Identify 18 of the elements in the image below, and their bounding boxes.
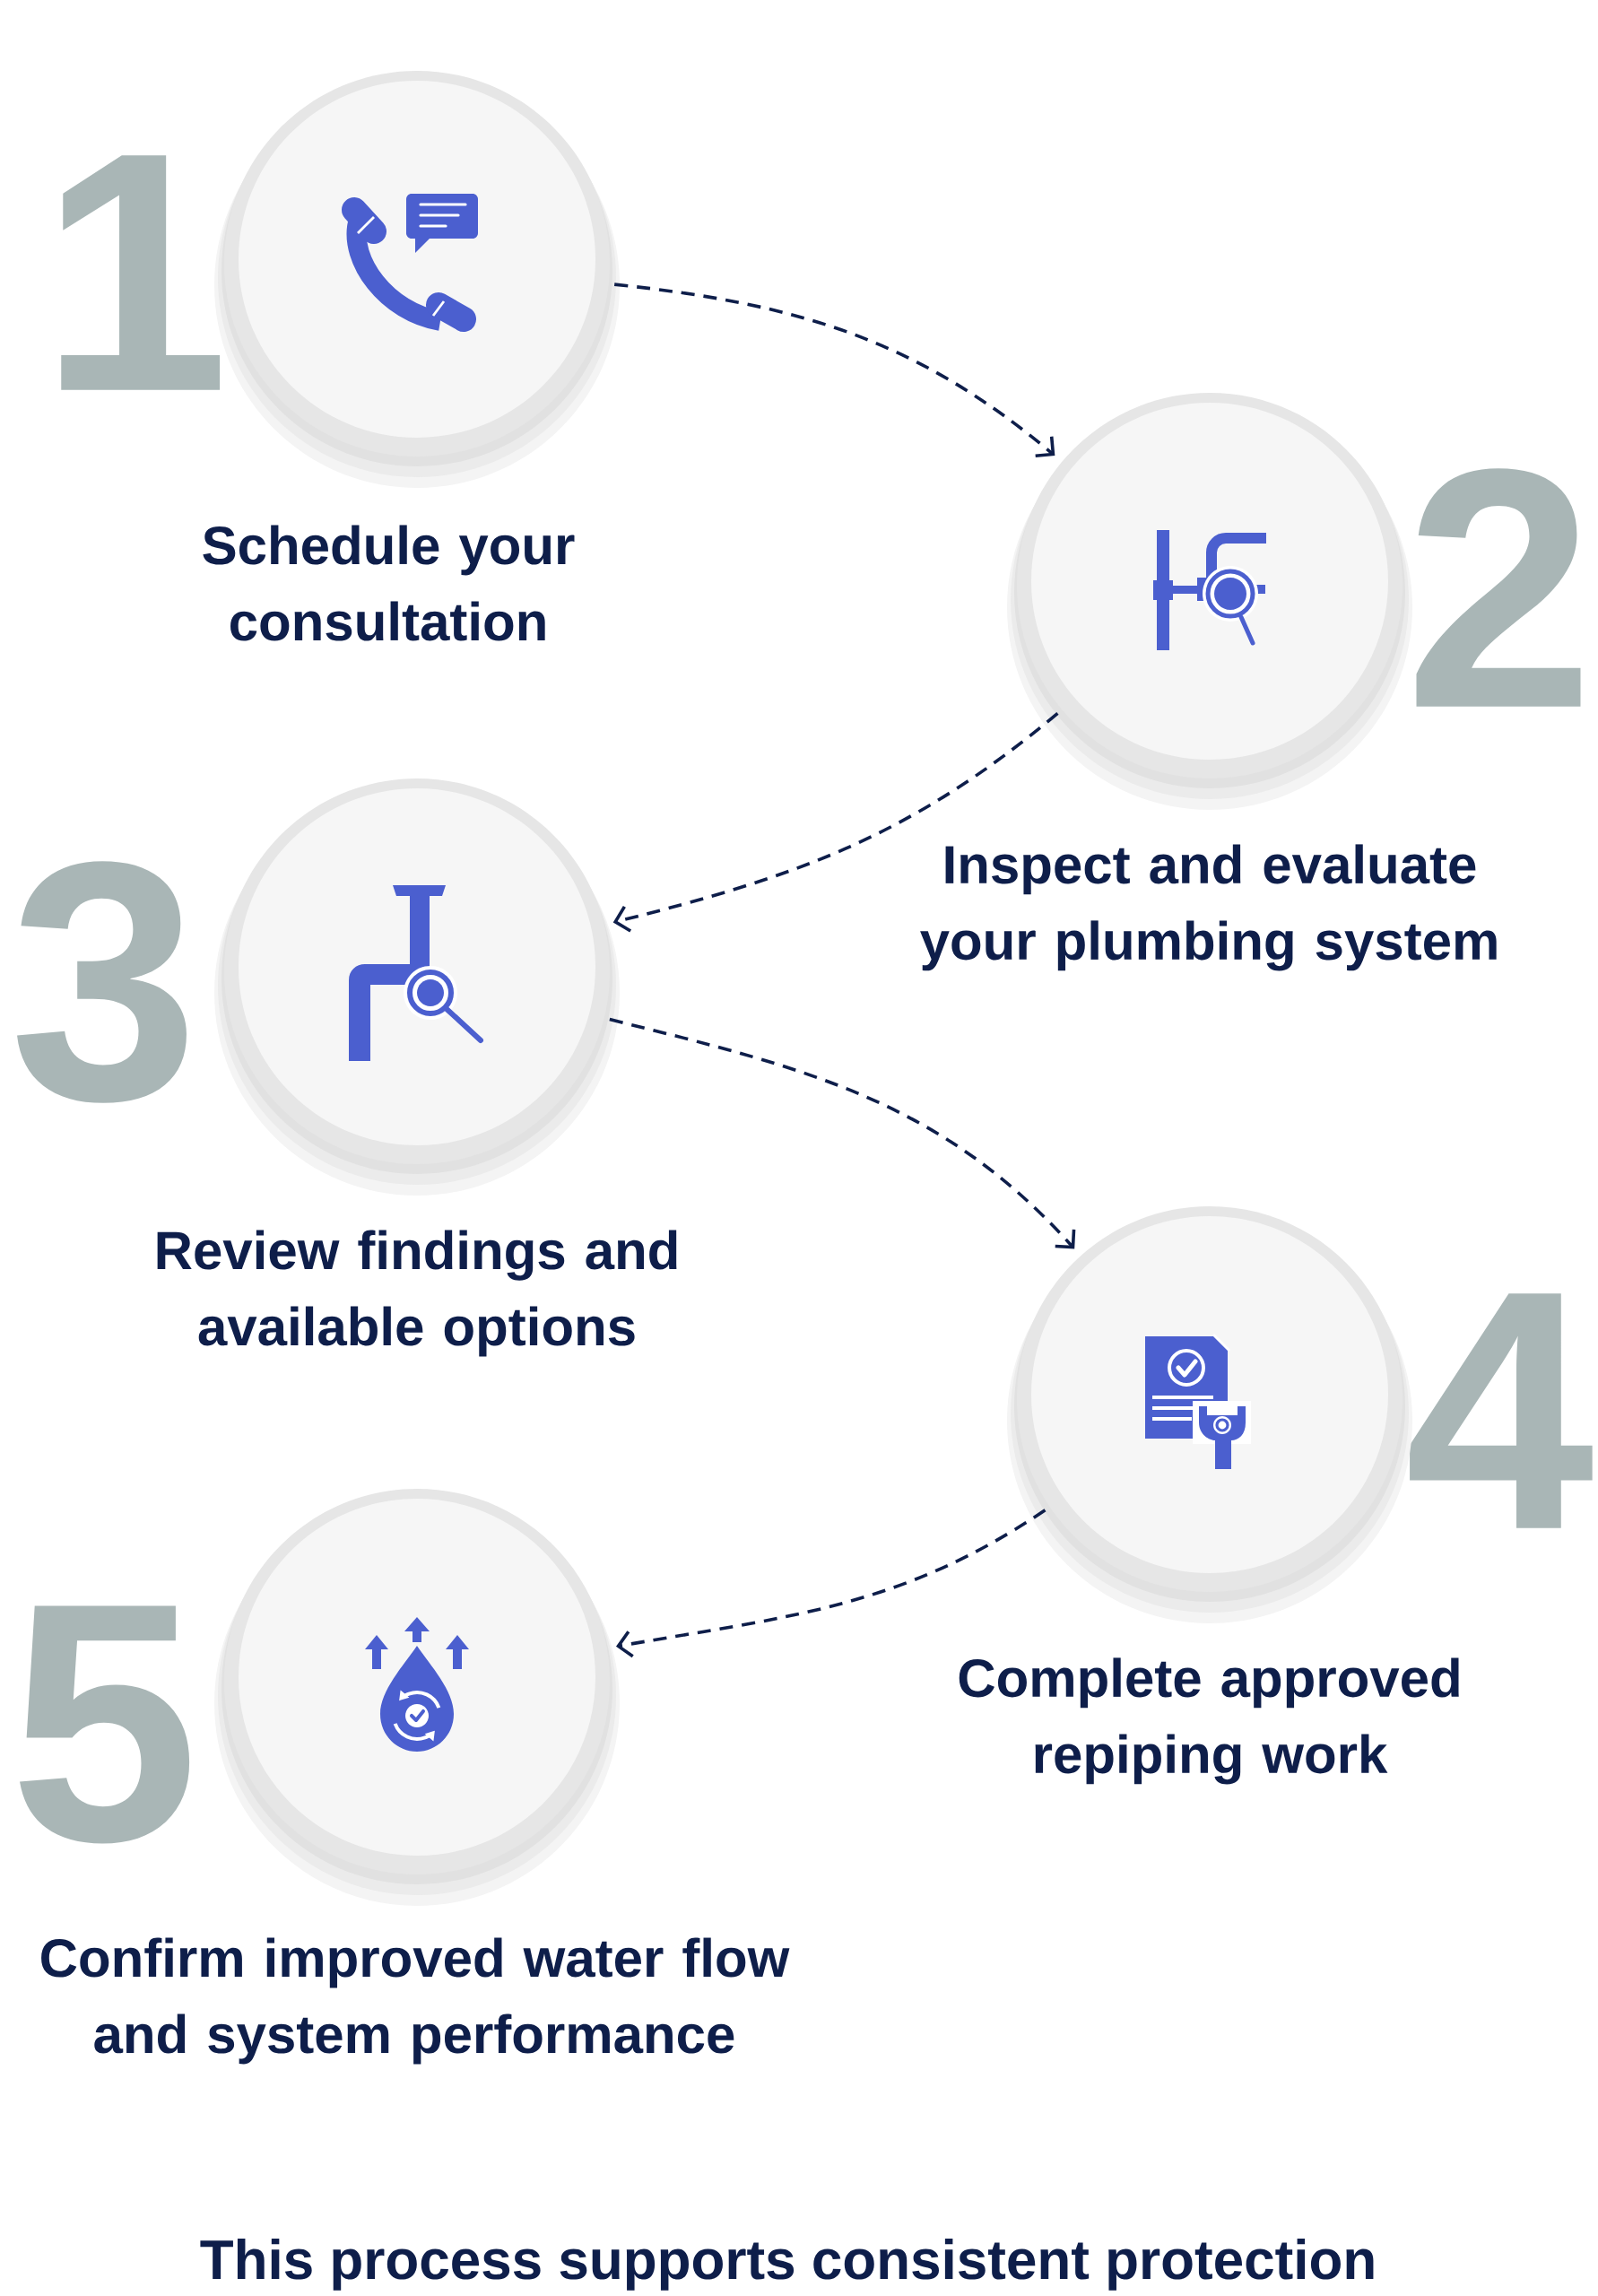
step-caption: Schedule your consultation xyxy=(203,525,575,641)
step-number: 4 xyxy=(1410,1293,1593,1528)
step-circle xyxy=(1007,393,1412,810)
curved-arrow xyxy=(614,283,1055,457)
step-caption: Inspect and evaluate your plumbing system xyxy=(920,844,1497,971)
step-caption: Confirm improved water flow and system performance xyxy=(41,1937,790,2065)
step-number: 3 xyxy=(17,861,187,1103)
curved-arrow xyxy=(612,711,1059,933)
step-caption: Complete approved repiping work xyxy=(959,1657,1459,1785)
step-number: 5 xyxy=(20,1605,190,1844)
step-number: 1 xyxy=(61,155,221,390)
step-circle xyxy=(214,1489,620,1906)
closing-text: This process supports consistent protection xyxy=(200,2239,1374,2291)
curved-arrow xyxy=(609,1017,1076,1249)
step-caption: Review findings and available options xyxy=(157,1230,677,1357)
step-number: 2 xyxy=(1416,468,1581,707)
step-circle xyxy=(214,778,620,1196)
curved-arrow xyxy=(615,1509,1047,1658)
